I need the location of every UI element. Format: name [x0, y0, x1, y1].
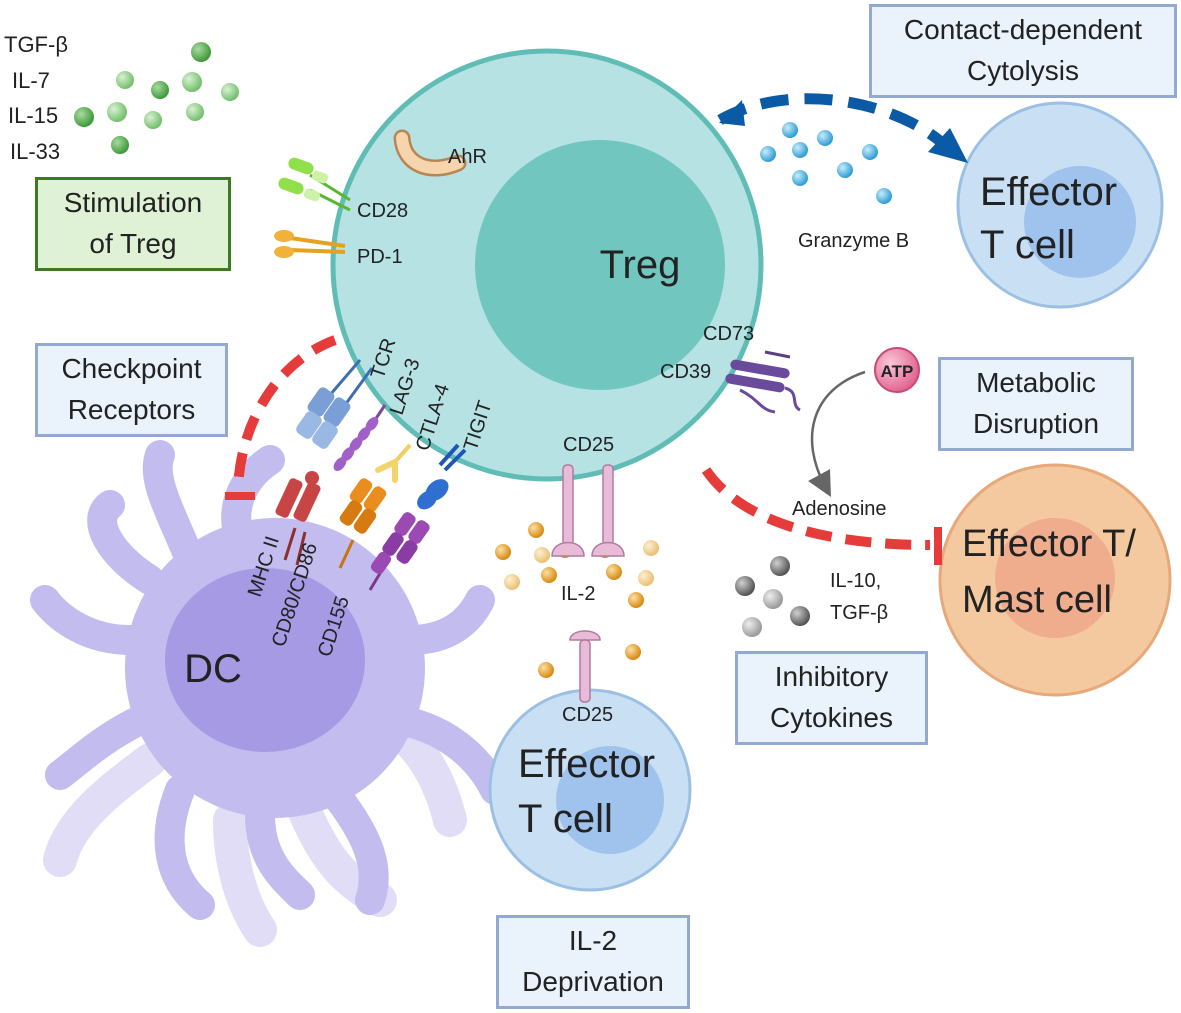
- granzyme-beads: [760, 122, 892, 204]
- cytolysis-box: Contact-dependent Cytolysis: [869, 4, 1177, 98]
- il2-beads: [495, 522, 659, 678]
- treg-label: Treg: [600, 243, 681, 287]
- cd73-label: CD73: [703, 323, 754, 345]
- mhc2-molecule: [275, 471, 321, 566]
- cd25-effector-receptor: [569, 630, 601, 703]
- cd73-cd39-receptors: [725, 350, 801, 414]
- treg-cell: [330, 48, 764, 482]
- dc-nucleus: [165, 568, 365, 752]
- mast-line1: Effector T/: [962, 523, 1136, 565]
- inhibitory-box: Inhibitory Cytokines: [735, 651, 928, 745]
- effector-bottom-line1: Effector: [518, 742, 655, 786]
- ctla4-receptor: [375, 443, 412, 483]
- il10-label: IL-10,: [830, 570, 881, 592]
- stimulus-cytokine-beads: [74, 42, 239, 154]
- checkpoint-box: Checkpoint Receptors: [35, 343, 228, 437]
- dc-label: DC: [184, 647, 242, 691]
- adenosine-label: Adenosine: [792, 498, 887, 520]
- cd39-label: CD39: [660, 361, 711, 383]
- mast-cell: [938, 463, 1172, 697]
- metabolic-box: Metabolic Disruption: [938, 357, 1134, 451]
- mast-line2: Mast cell: [962, 579, 1112, 621]
- atp-molecule: [874, 347, 920, 393]
- granzyme-label: Granzyme B: [798, 230, 909, 252]
- cytolysis-arrow-tail: [719, 100, 745, 126]
- effector-top-line1: Effector: [980, 170, 1117, 214]
- cytolysis-arrowhead: [928, 128, 968, 163]
- cd25-effector-label: CD25: [562, 704, 613, 726]
- pd1-label: PD-1: [357, 246, 403, 268]
- effector-t-cell-bottom: [488, 688, 692, 892]
- il2-deprivation-box: IL-2 Deprivation: [496, 915, 690, 1009]
- stimulation-box: Stimulation of Treg: [35, 177, 231, 271]
- effector-t-cell-top: [956, 101, 1164, 309]
- il2-label: IL-2: [561, 583, 595, 605]
- checkpoint-inhibition: [225, 335, 337, 500]
- inhibitory-cytokine-beads: [735, 556, 810, 637]
- effector-bottom-line2: T cell: [518, 797, 613, 841]
- cytokine-label-il33: IL-33: [10, 139, 60, 164]
- cd28-label: CD28: [357, 200, 408, 222]
- tcr-receptor: [296, 359, 374, 449]
- cd80-cd86-molecule: [338, 478, 387, 569]
- cytokine-label-il7: IL-7: [12, 68, 50, 93]
- tgfb-inhibitory-label: TGF-β: [830, 602, 888, 624]
- effector-top-line2: T cell: [980, 223, 1075, 267]
- lag3-receptor: [333, 404, 387, 471]
- cytolysis-arrow: [717, 93, 968, 163]
- cd28-receptor: [278, 157, 351, 212]
- pd1-receptor: [274, 230, 346, 258]
- ahr-label: AhR: [448, 146, 487, 168]
- tigit-receptor: [417, 443, 467, 510]
- cd155-molecule: [368, 512, 430, 591]
- cytokine-label-tgfb: TGF-β: [4, 32, 68, 57]
- cd25-treg-receptor: [551, 464, 625, 557]
- treg-nucleus: [475, 140, 725, 390]
- atp-label: ATP: [881, 362, 914, 381]
- cytokine-label-il15: IL-15: [8, 103, 58, 128]
- cd25-treg-label: CD25: [563, 434, 614, 456]
- mast-inhibition: [701, 467, 942, 565]
- atp-to-adenosine-arrow: [808, 370, 866, 497]
